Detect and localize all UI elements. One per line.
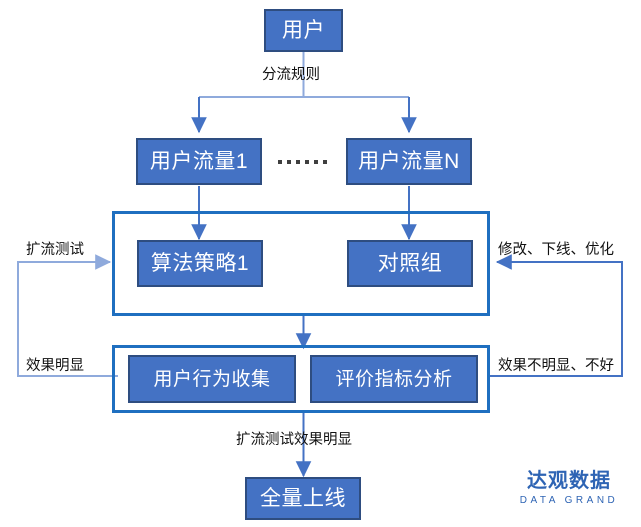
edge-label-effect-not-obvious: 效果不明显、不好 bbox=[498, 358, 614, 374]
node-full-launch[interactable]: 全量上线 bbox=[245, 477, 361, 520]
edge-label-expand-test-effect-obvious: 扩流测试效果明显 bbox=[236, 432, 352, 448]
edge-label-effect-obvious: 效果明显 bbox=[26, 358, 84, 374]
node-traffic-n[interactable]: 用户流量N bbox=[346, 138, 472, 185]
traffic-ellipsis bbox=[278, 160, 327, 164]
brand-logo-cn: 达观数据 bbox=[527, 470, 611, 492]
node-behavior-collect[interactable]: 用户行为收集 bbox=[128, 355, 296, 403]
analysis-group-container bbox=[112, 345, 490, 413]
edge-left-feedback-loop bbox=[17, 254, 118, 377]
edge-user-to-split bbox=[199, 52, 409, 98]
node-strategy-1[interactable]: 算法策略1 bbox=[137, 240, 263, 287]
node-metric-analysis[interactable]: 评价指标分析 bbox=[310, 355, 478, 403]
experiment-group-container bbox=[112, 211, 490, 316]
edge-label-expand-test: 扩流测试 bbox=[26, 242, 84, 258]
edge-label-split-rule: 分流规则 bbox=[262, 67, 320, 83]
edge-right-feedback-loop bbox=[489, 254, 623, 377]
node-traffic-1[interactable]: 用户流量1 bbox=[136, 138, 262, 185]
brand-logo: 达观数据 DATA GRAND bbox=[510, 470, 628, 506]
edge-label-modify-offline-optimize: 修改、下线、优化 bbox=[498, 242, 614, 258]
node-control-group[interactable]: 对照组 bbox=[347, 240, 473, 287]
brand-logo-en: DATA GRAND bbox=[519, 495, 619, 506]
node-user[interactable]: 用户 bbox=[264, 9, 343, 52]
